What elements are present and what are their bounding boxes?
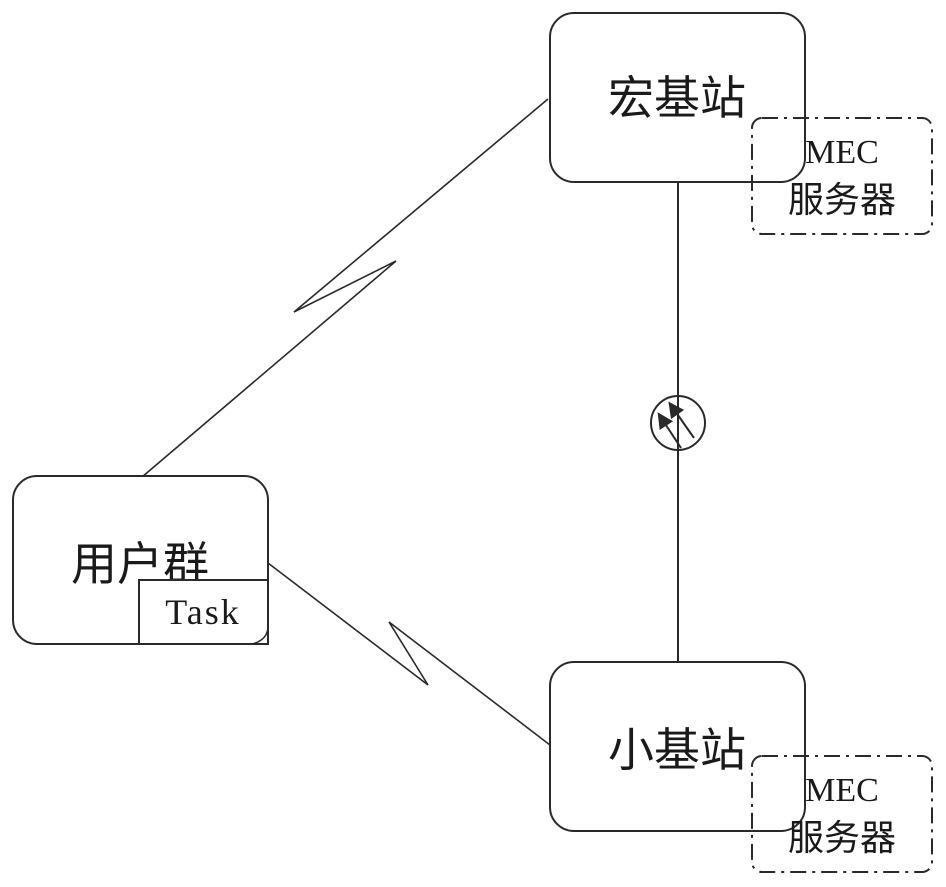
- bidirectional-transmission-icon: [650, 395, 706, 451]
- macro-base-station-node: 宏基站: [549, 12, 806, 183]
- mec-server-macro: MEC 服务器: [751, 117, 933, 235]
- wireless-link-user-to-macro: [141, 98, 549, 478]
- mec-server-small-line2: 服务器: [788, 818, 896, 859]
- user-group-node: 用户群 Task: [12, 475, 269, 645]
- task-box-corner: [251, 625, 269, 645]
- wireless-link-user-to-small: [267, 562, 551, 746]
- task-label: Task: [165, 592, 240, 632]
- small-base-station-node: 小基站: [549, 661, 806, 832]
- macro-base-station-label: 宏基站: [608, 71, 746, 125]
- task-box: [138, 579, 269, 645]
- mec-server-small-line1: MEC: [805, 772, 879, 809]
- small-base-station-label: 小基站: [608, 723, 746, 777]
- mec-server-small: MEC 服务器: [751, 755, 933, 873]
- mec-server-macro-line1: MEC: [805, 134, 879, 171]
- mec-server-macro-line2: 服务器: [788, 180, 896, 221]
